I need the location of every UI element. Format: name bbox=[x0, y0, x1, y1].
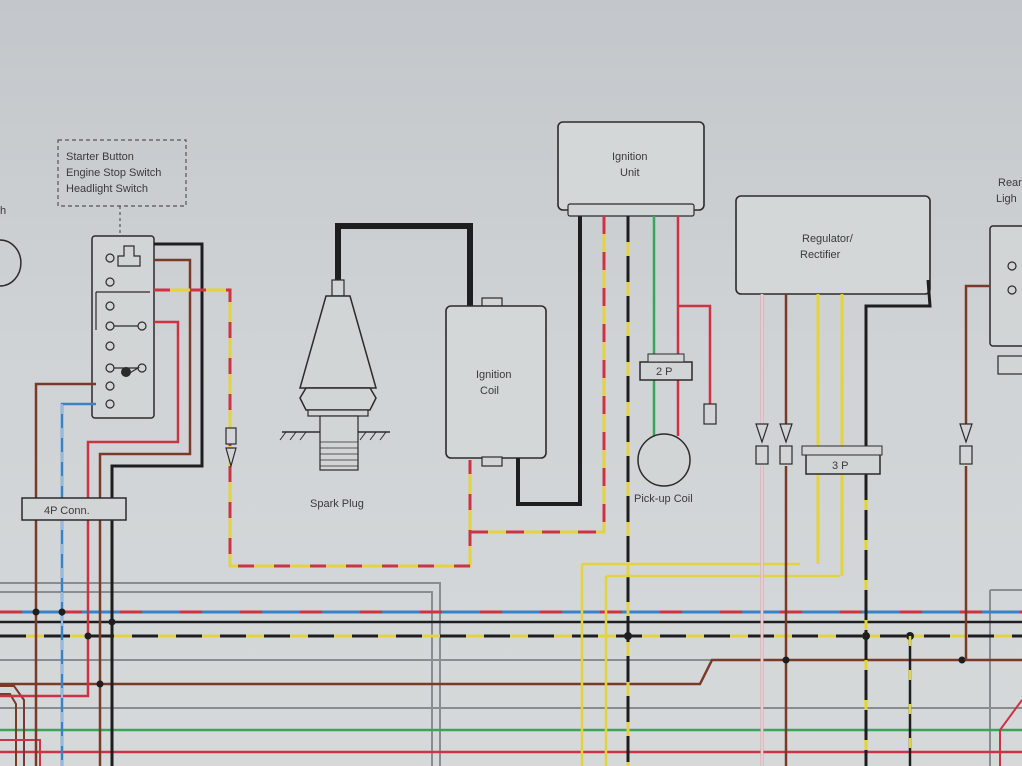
rear-partial-label-line1: Rear bbox=[998, 177, 1022, 189]
switch-label-dashed-box bbox=[57, 139, 187, 207]
pickup-coil-circle bbox=[637, 433, 691, 487]
spark-plug-thread-lines bbox=[320, 441, 358, 467]
ignition-unit-base bbox=[567, 203, 695, 217]
inline-connector-brown-arrow bbox=[779, 423, 793, 444]
rear-light-contact bbox=[1007, 261, 1017, 271]
connector-3p-latch bbox=[801, 445, 883, 456]
connector-2p-latch bbox=[647, 353, 685, 363]
ignition-coil-label-line1: Ignition bbox=[476, 369, 511, 381]
red-corner-wire bbox=[0, 739, 41, 766]
unit-yellow-drop-wire bbox=[580, 562, 800, 766]
ignition-unit-body bbox=[557, 121, 705, 211]
ignition-coil-body bbox=[445, 305, 547, 459]
unit-junction-dot bbox=[624, 632, 632, 640]
switch-internal-links bbox=[95, 291, 150, 375]
rear-red-lower-wire bbox=[999, 699, 1022, 766]
unit-to-coil-yellow-red-stripe bbox=[470, 216, 606, 534]
ground-hatching bbox=[279, 431, 387, 441]
inline-connector-pink-arrow bbox=[755, 423, 769, 444]
rear-light-partial-group: Rear Ligh bbox=[959, 177, 1022, 766]
regulator-black-wire bbox=[864, 279, 932, 766]
starter-button-symbol bbox=[117, 245, 141, 267]
rear-light-lower-box bbox=[997, 355, 1022, 375]
high-tension-lead bbox=[335, 223, 473, 306]
spark-plug-group: Spark Plug bbox=[279, 223, 473, 510]
gray-wire-right bbox=[989, 589, 1022, 766]
brown-pink-switch-wire bbox=[34, 382, 96, 766]
brown-bus-wire bbox=[0, 658, 1022, 686]
headlight-switch-label: Headlight Switch bbox=[66, 183, 148, 195]
connector-3p-label: 3 P bbox=[832, 460, 849, 472]
left-partial-circle bbox=[0, 239, 22, 287]
blue-switch-wire bbox=[60, 402, 96, 766]
spark-plug-gasket bbox=[307, 409, 369, 417]
left-partial-label: h bbox=[0, 205, 6, 217]
red-switch-wire-lower bbox=[0, 520, 90, 698]
rear-light-contact-2 bbox=[1007, 285, 1017, 295]
connector-4p bbox=[21, 497, 127, 521]
connector-4p-label: 4P Conn. bbox=[44, 505, 90, 517]
inline-connector-left bbox=[225, 427, 237, 445]
ignition-unit-label-line1: Ignition bbox=[612, 151, 647, 163]
inline-connector-pink bbox=[755, 445, 769, 465]
unit-yellow-drop-wire-2 bbox=[604, 574, 840, 766]
pickup-coil-label: Pick-up Coil bbox=[634, 493, 693, 505]
spark-plug-hex bbox=[299, 387, 377, 411]
unit-red-branch-wire bbox=[678, 304, 712, 404]
gray-harness-outline bbox=[0, 582, 441, 766]
connector-2p-label: 2 P bbox=[656, 366, 673, 378]
headlight-switch-pivot bbox=[121, 367, 131, 377]
inline-connector-red bbox=[703, 403, 717, 425]
inline-connector-left-arrow bbox=[225, 447, 237, 469]
spark-plug-terminal bbox=[331, 279, 345, 297]
ignition-unit-label-line2: Unit bbox=[620, 167, 640, 179]
regulator-label-line2: Rectifier bbox=[800, 249, 841, 261]
coil-black-wire bbox=[516, 216, 582, 506]
rear-brown-wire bbox=[964, 284, 990, 660]
regulator-rectifier-group: Regulator/ Rectifier 3 P bbox=[735, 195, 966, 766]
engine-stop-switch-label: Engine Stop Switch bbox=[66, 167, 161, 179]
starter-button-label: Starter Button bbox=[66, 151, 134, 163]
handlebar-switch-group: Starter Button Engine Stop Switch Headli… bbox=[0, 139, 472, 766]
coil-bottom-tab bbox=[481, 456, 503, 467]
black-switch-wire bbox=[110, 242, 204, 766]
inline-connector-rear bbox=[959, 445, 973, 465]
spark-plug-thread bbox=[319, 415, 359, 471]
switch-contacts bbox=[105, 253, 147, 409]
spark-plug-insulator bbox=[299, 295, 377, 389]
inline-connector-rear-arrow bbox=[959, 423, 973, 444]
inline-connector-brown bbox=[779, 445, 793, 465]
regulator-label-line1: Regulator/ bbox=[802, 233, 854, 245]
left-junction-dots bbox=[32, 608, 116, 688]
ignition-coil-group: Ignition Coil bbox=[445, 216, 582, 506]
harness-bus bbox=[0, 582, 1022, 766]
ignition-coil-label-line2: Coil bbox=[480, 385, 499, 397]
rear-light-switch-housing bbox=[989, 225, 1022, 347]
spark-plug-label: Spark Plug bbox=[310, 498, 364, 510]
brown-corner-wires bbox=[0, 685, 25, 766]
ignition-unit-group: Ignition Unit 2 P Pick-up Coil bbox=[470, 121, 840, 766]
red-switch-wire bbox=[86, 320, 180, 498]
brown-switch-wire bbox=[98, 258, 192, 498]
rear-partial-label-line2: Ligh bbox=[996, 193, 1017, 205]
regulator-rectifier-body bbox=[735, 195, 931, 295]
